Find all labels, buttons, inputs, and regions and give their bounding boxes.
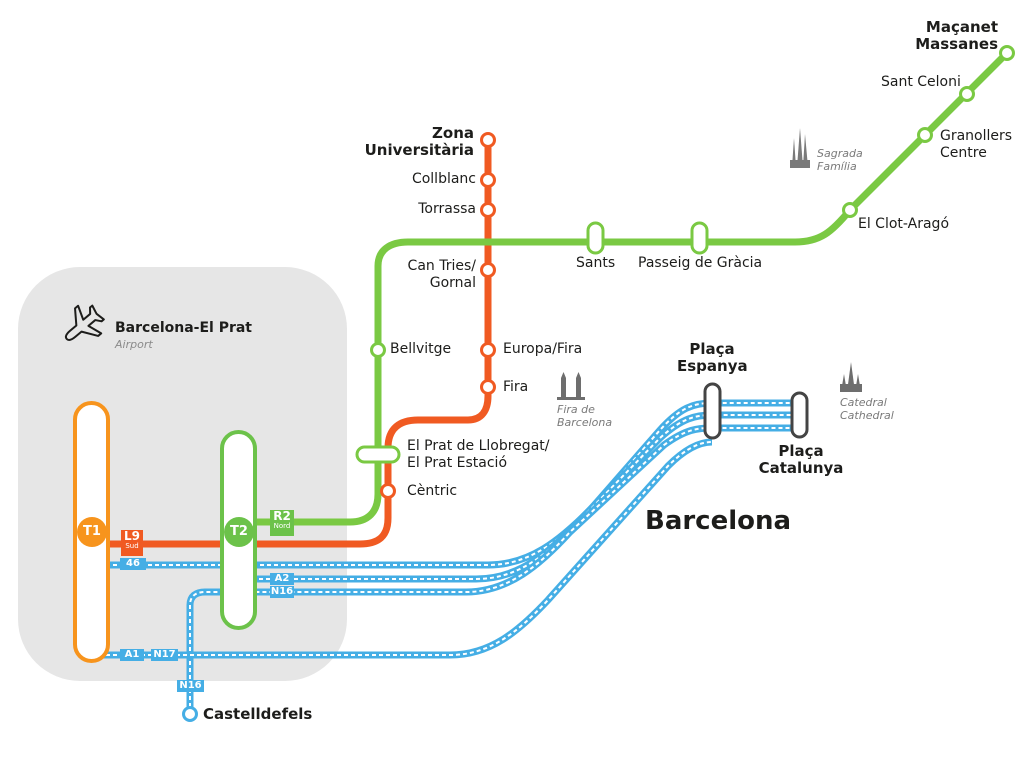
bus-tag-46: 46 — [120, 558, 146, 570]
bus-line-a1 — [92, 438, 713, 659]
sagrada-familia-icon — [790, 128, 810, 168]
macanet-line2: Massanes — [915, 35, 998, 53]
l9-line — [92, 140, 492, 548]
station-label-can-tries[interactable]: Can Tries/ Gornal — [408, 258, 476, 292]
station-label-el-prat[interactable]: El Prat de Llobregat/ El Prat Estació — [407, 438, 549, 472]
can-tries-line2: Gornal — [429, 275, 476, 291]
terminal-t1-badge[interactable]: T1 — [77, 517, 107, 547]
city-label: Barcelona — [645, 506, 792, 536]
bus-tag-a2: A2 — [270, 573, 294, 585]
station-label-collblanc[interactable]: Collblanc — [411, 171, 476, 187]
station-label-bellvitge[interactable]: Bellvitge — [390, 341, 452, 357]
station-label-placa-espanya[interactable]: Plaça Espanya — [677, 340, 748, 375]
airplane-icon — [65, 304, 105, 341]
station-label-sant-celoni[interactable]: Sant Celoni — [881, 74, 961, 90]
catedral-line1: Catedral — [840, 396, 887, 409]
fira-bcn-line2: Barcelona — [557, 416, 613, 429]
station-label-zona-universitaria[interactable]: Zona Universitària — [365, 125, 474, 159]
can-tries-line1: Can Tries/ — [407, 258, 476, 274]
landmark-fira-barcelona: Fira de Barcelona — [557, 403, 612, 429]
station-label-torrassa[interactable]: Torrassa — [418, 201, 476, 217]
el-prat-line2: El Prat Estació — [407, 455, 508, 471]
bus-tag-n17: N17 — [151, 649, 178, 661]
station-label-granollers[interactable]: Granollers Centre — [940, 128, 1012, 162]
r2-line — [238, 50, 1010, 526]
station-dot-centric — [380, 483, 396, 499]
airport-name: Barcelona-El Prat — [115, 320, 252, 336]
bus-tag-n16: N16 — [270, 586, 294, 598]
catedral-line2: Cathedral — [840, 409, 894, 422]
placa-catalunya-line2: Catalunya — [758, 459, 844, 477]
station-label-placa-catalunya[interactable]: Plaça Catalunya — [758, 443, 844, 477]
station-dot-fira — [480, 379, 496, 395]
landmark-sagrada-familia: Sagrada Família — [817, 147, 863, 173]
l9-sub: Sud — [125, 542, 139, 550]
bus-tag-a1: A1 — [120, 649, 144, 661]
station-dot-collblanc — [480, 172, 496, 188]
station-dot-torrassa — [480, 202, 496, 218]
station-label-centric[interactable]: Cèntric — [407, 483, 458, 499]
station-label-europa-fira[interactable]: Europa/Fira — [503, 341, 583, 357]
granollers-line2: Centre — [940, 145, 987, 161]
placa-catalunya-line1: Plaça — [778, 442, 824, 460]
station-dot-el-clot — [842, 202, 858, 218]
bus-tag-n16-vertical: N16 — [177, 680, 204, 692]
terminal-t2-badge[interactable]: T2 — [224, 517, 254, 547]
station-dot-sant-celoni — [959, 86, 975, 102]
r2-sub: Nord — [273, 522, 291, 530]
sagrada-line2: Família — [817, 160, 857, 173]
interchange-placa-espanya — [703, 382, 722, 440]
station-label-macanet[interactable]: Maçanet Massanes — [915, 19, 998, 53]
fira-bcn-line1: Fira de — [557, 403, 595, 416]
cathedral-icon — [840, 362, 862, 392]
station-label-el-clot[interactable]: El Clot-Aragó — [858, 216, 950, 232]
el-prat-line1: El Prat de Llobregat/ — [407, 438, 550, 454]
station-dot-castelldefels — [182, 706, 198, 722]
station-dot-can-tries — [480, 262, 496, 278]
station-dot-europa-fira — [480, 342, 496, 358]
station-label-fira[interactable]: Fira — [503, 379, 529, 395]
l9-sud-tag: L9 Sud — [121, 530, 143, 556]
station-dot-bellvitge — [370, 342, 386, 358]
zona-line1: Zona — [432, 124, 474, 142]
r2-code: R2 — [273, 509, 291, 523]
interchange-sants — [586, 221, 605, 255]
l9-code: L9 — [124, 529, 140, 543]
macanet-line1: Maçanet — [925, 18, 998, 36]
placa-espanya-line1: Plaça — [689, 340, 735, 358]
placa-espanya-line2: Espanya — [677, 357, 748, 375]
airport-subtitle: Airport — [115, 338, 153, 351]
station-dot-zona-universitaria — [480, 132, 496, 148]
interchange-passeig-gracia — [690, 221, 709, 255]
bus-line-n16 — [186, 424, 800, 714]
granollers-line1: Granollers — [940, 128, 1013, 144]
zona-line2: Universitària — [364, 141, 474, 159]
r2-nord-tag: R2 Nord — [270, 510, 294, 536]
interchange-el-prat — [355, 445, 401, 464]
interchange-placa-catalunya — [790, 391, 809, 439]
sagrada-line1: Sagrada — [817, 147, 863, 160]
landmark-cathedral: Catedral Cathedral — [840, 396, 894, 422]
station-dot-granollers — [917, 127, 933, 143]
station-label-sants[interactable]: Sants — [576, 255, 616, 271]
station-label-castelldefels[interactable]: Castelldefels — [203, 705, 313, 723]
station-dot-macanet — [999, 45, 1015, 61]
fira-barcelona-icon — [557, 372, 585, 400]
station-label-passeig-gracia[interactable]: Passeig de Gràcia — [638, 255, 763, 271]
